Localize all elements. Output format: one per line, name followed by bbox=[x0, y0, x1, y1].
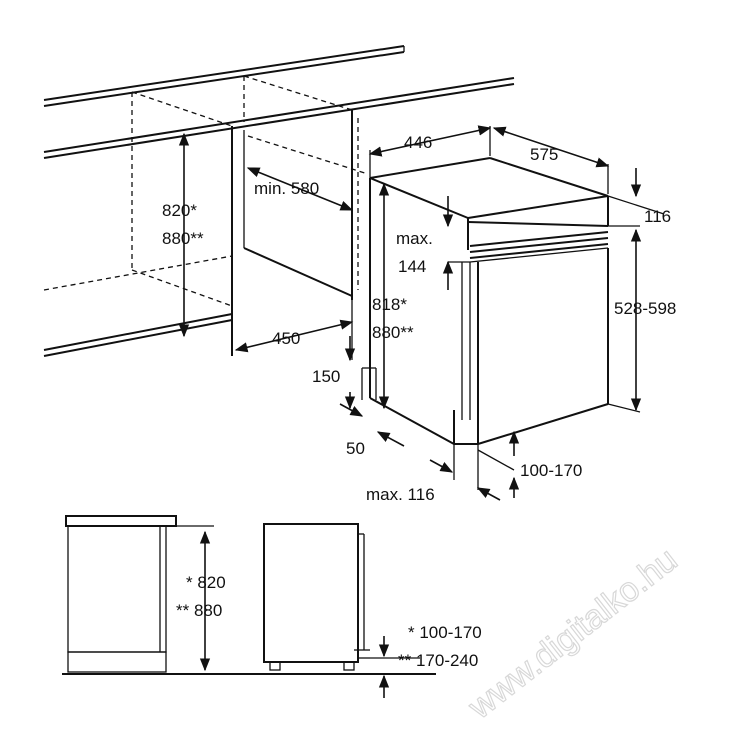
niche-back-dashed bbox=[43, 75, 369, 307]
label-side-820: * 820 bbox=[186, 573, 226, 592]
label-818: 818* bbox=[372, 295, 407, 314]
label-min-580: min. 580 bbox=[254, 179, 319, 198]
label-150: 150 bbox=[312, 367, 340, 386]
door-panel bbox=[454, 248, 609, 445]
label-side-880: ** 880 bbox=[176, 601, 222, 620]
label-max: max. bbox=[396, 229, 433, 248]
cabinet-side bbox=[231, 110, 353, 356]
label-820: 820* bbox=[162, 201, 197, 220]
label-50: 50 bbox=[346, 439, 365, 458]
dimension-lines bbox=[178, 125, 665, 501]
label-144: 144 bbox=[398, 257, 426, 276]
watermark-text: www.digitalko.hu bbox=[461, 540, 685, 726]
label-446: 446 bbox=[404, 133, 432, 152]
label-450: 450 bbox=[272, 329, 300, 348]
label-880-appliance: 880** bbox=[372, 323, 414, 342]
label-max-116: max. 116 bbox=[366, 485, 435, 504]
side-view-left bbox=[65, 515, 214, 673]
label-575: 575 bbox=[530, 145, 558, 164]
control-panel bbox=[467, 221, 609, 263]
label-side-170-240: ** 170-240 bbox=[398, 651, 478, 670]
label-880: 880** bbox=[162, 229, 204, 248]
label-side-100-170: * 100-170 bbox=[408, 623, 482, 642]
label-100-170: 100-170 bbox=[520, 461, 582, 480]
floor bbox=[43, 313, 233, 357]
label-528-598: 528-598 bbox=[614, 299, 676, 318]
plinth-detail bbox=[361, 367, 377, 400]
label-116-top: 116 bbox=[644, 207, 671, 226]
countertop bbox=[43, 45, 515, 159]
side-view-right bbox=[263, 523, 420, 698]
watermark: www.digitalko.hu bbox=[460, 540, 685, 728]
labels: 446 575 116 min. 580 820* 880** max. 144… bbox=[162, 133, 676, 670]
